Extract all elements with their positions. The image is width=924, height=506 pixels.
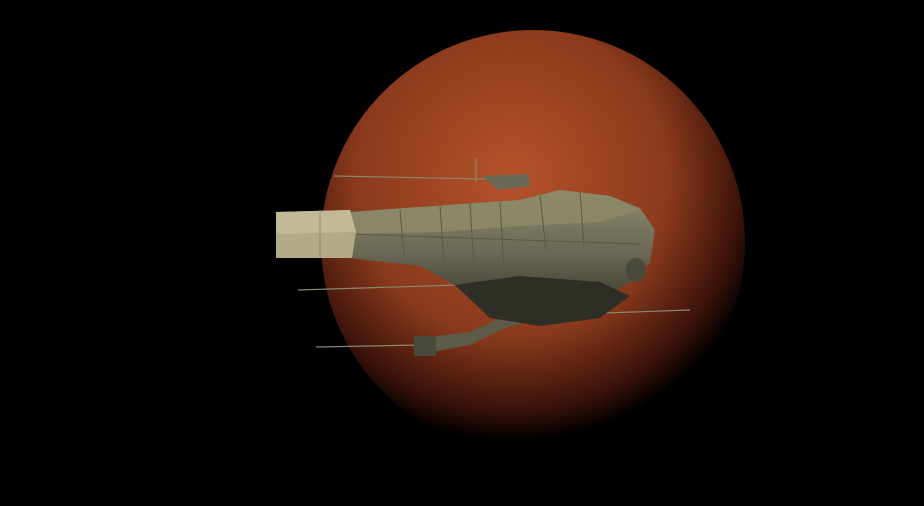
- spaceship: [276, 158, 691, 356]
- engine-pod: [626, 258, 646, 282]
- upper-plating: [350, 190, 640, 234]
- front-block-top: [276, 210, 356, 234]
- top-fin: [482, 174, 530, 190]
- panel-lines: [349, 191, 641, 269]
- underside: [455, 276, 630, 326]
- lower-pod: [414, 336, 436, 356]
